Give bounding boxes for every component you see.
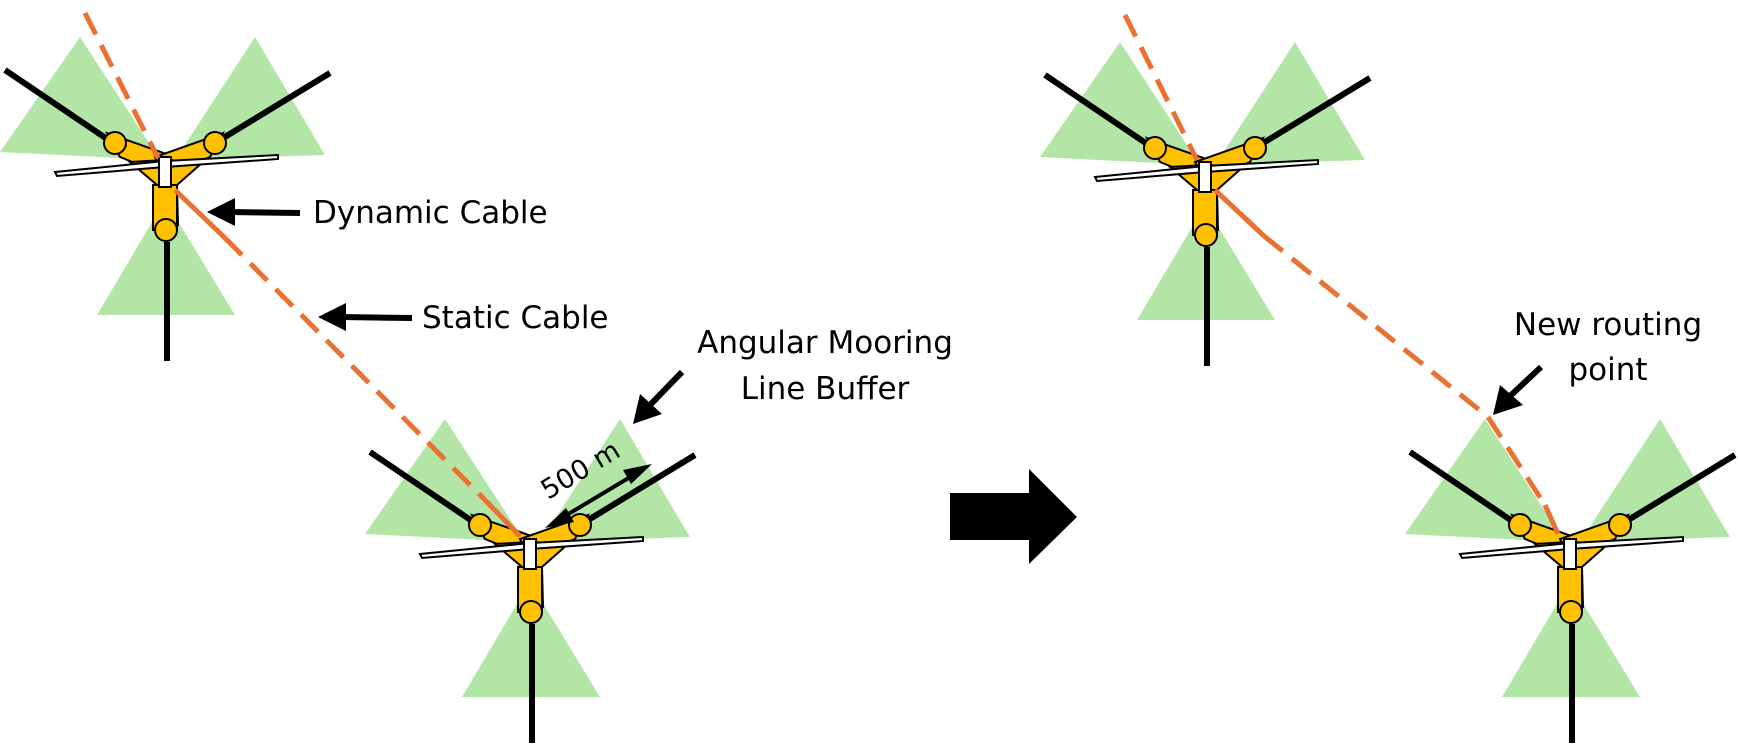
dynamic-cable-a (173, 188, 227, 240)
panel-after: New routing point (1040, 13, 1735, 743)
panel-before: Dynamic Cable Static Cable Angular Moori… (0, 11, 953, 743)
buffer-pointer (647, 369, 685, 408)
static-cable-pointer (339, 314, 413, 321)
routing-label-line2: point (1568, 352, 1647, 388)
turbine-a (0, 37, 330, 361)
static-cable-pointer-head (318, 303, 346, 331)
dynamic-cable-c (1213, 188, 1266, 238)
dynamic-cable-pointer (227, 209, 301, 216)
distance-arrow-head-near (545, 508, 574, 528)
static-cable-upstream-after (1122, 13, 1200, 162)
dynamic-cable-label: Dynamic Cable (313, 195, 548, 231)
routing-label-line1: New routing (1514, 307, 1702, 343)
routing-pointer (1505, 364, 1544, 401)
transition-arrow-icon (950, 469, 1077, 564)
buffer-label-line2: Line Buffer (741, 371, 910, 407)
buffer-pointer-head (633, 394, 662, 424)
static-cable-rerouted-2 (1485, 415, 1548, 507)
static-cable (223, 236, 487, 502)
distance-arrow-head-far (623, 464, 652, 484)
dynamic-cable-pointer-head (207, 198, 235, 226)
static-cable-label: Static Cable (422, 300, 609, 336)
turbine-d (1405, 419, 1735, 743)
dynamic-cable-d (1542, 503, 1561, 536)
buffer-label-line1: Angular Mooring (697, 325, 953, 361)
static-cable-rerouted-1 (1262, 234, 1490, 419)
distance-dimension-line (558, 471, 639, 521)
routing-pointer-head (1493, 385, 1523, 415)
turbine-c (1040, 42, 1370, 366)
static-cable-upstream (82, 11, 161, 160)
dynamic-cable-b (483, 498, 522, 538)
